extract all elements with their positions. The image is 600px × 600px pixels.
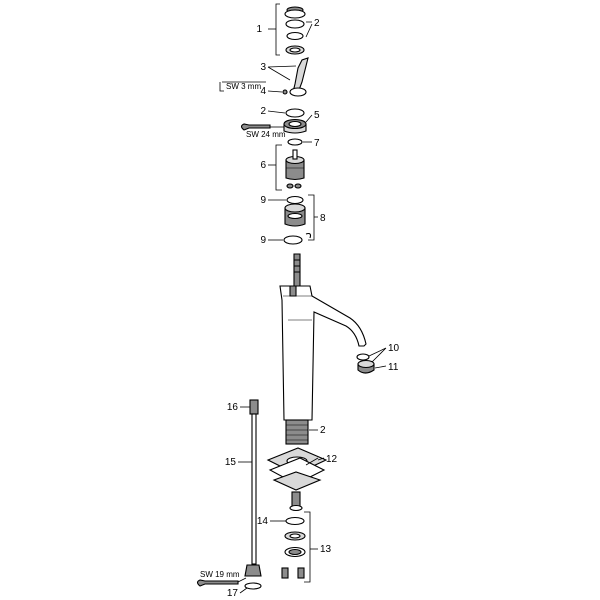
aerator (356, 353, 375, 374)
o-ring (287, 138, 303, 146)
shank (285, 419, 309, 445)
o-ring (286, 31, 304, 41)
hose-top-fitting (249, 399, 259, 415)
leader-17 (239, 587, 248, 594)
lever-handle (289, 57, 309, 97)
label-15: 15 (225, 457, 237, 468)
faucet-body (279, 253, 367, 421)
wrench-19-icon (196, 579, 239, 587)
label-10: 10 (388, 343, 400, 354)
label-7: 7 (314, 138, 320, 149)
label-2c: 2 (320, 425, 326, 436)
wrench-24-icon (240, 123, 271, 131)
label-2b: 2 (260, 106, 266, 117)
bracket-1 (275, 3, 280, 56)
clip (305, 232, 312, 239)
nut-hole (288, 120, 302, 128)
cap-disc (284, 9, 306, 19)
wrench-19-label: SW 19 mm (200, 570, 240, 579)
label-8: 8 (320, 213, 326, 224)
cartridge-nut (283, 118, 307, 134)
insert-ring (287, 212, 303, 220)
leader-4 (267, 90, 283, 93)
leader-12 (305, 457, 325, 466)
hose-seal (244, 582, 262, 590)
hex-key-label: SW 3 mm (226, 82, 261, 91)
bracket-13 (304, 511, 311, 583)
mounting-plate (266, 447, 328, 491)
leader-3 (267, 65, 297, 81)
label-9a: 9 (260, 195, 266, 206)
bracket-8 (308, 194, 315, 241)
hose-bottom-nut (244, 564, 262, 577)
cartridge-spindle (292, 149, 298, 160)
top-stem (293, 253, 301, 287)
leader-2b (267, 110, 286, 114)
hex-key-icon (219, 82, 224, 92)
label-9b: 9 (260, 235, 266, 246)
lever-base (289, 87, 307, 97)
cartridge-body (285, 159, 305, 181)
label-4: 4 (260, 86, 266, 97)
washer-hole (289, 533, 301, 539)
label-3: 3 (260, 62, 266, 73)
lever-blade (292, 57, 309, 93)
washer (285, 516, 305, 526)
cap-base-hole (289, 47, 301, 53)
leader-5 (305, 114, 313, 123)
insert-8 (284, 203, 306, 227)
grub-screw (282, 89, 288, 95)
o-ring (286, 195, 304, 205)
aerator-top (357, 359, 375, 369)
leader-11 (374, 365, 387, 369)
hose (251, 413, 257, 565)
label-13: 13 (320, 544, 332, 555)
cap-assembly (284, 6, 306, 55)
insert-top (284, 203, 306, 213)
spout-body (279, 285, 367, 421)
threaded-shank (285, 419, 309, 445)
supply-hose (244, 399, 262, 590)
small-seal (286, 183, 294, 189)
label-5: 5 (314, 110, 320, 121)
small-screw (281, 567, 289, 579)
small-screw (297, 567, 305, 579)
aerator-seal (356, 353, 370, 361)
stud-nut (289, 504, 303, 512)
label-17: 17 (227, 588, 239, 599)
connector-stack (281, 491, 306, 579)
label-16: 16 (227, 402, 239, 413)
label-2a: 2 (314, 18, 320, 29)
cartridge (285, 149, 305, 189)
label-14: 14 (257, 516, 269, 527)
leader-10 (368, 347, 387, 363)
o-ring (285, 19, 305, 29)
small-seal (294, 183, 302, 189)
wrench-24-label: SW 24 mm (246, 130, 286, 139)
label-12: 12 (326, 454, 338, 465)
shank-thread (286, 424, 308, 441)
stem-thread (294, 259, 300, 273)
bracket-6 (275, 144, 282, 191)
body-notch (289, 285, 297, 297)
leader-2a (305, 21, 313, 38)
nut-hole (288, 548, 302, 556)
label-1: 1 (256, 24, 262, 35)
label-11: 11 (388, 362, 399, 373)
label-6: 6 (260, 160, 266, 171)
wrench-19-line (237, 577, 247, 583)
o-ring (283, 235, 303, 245)
plate-base (272, 471, 322, 491)
o-ring (285, 108, 305, 118)
